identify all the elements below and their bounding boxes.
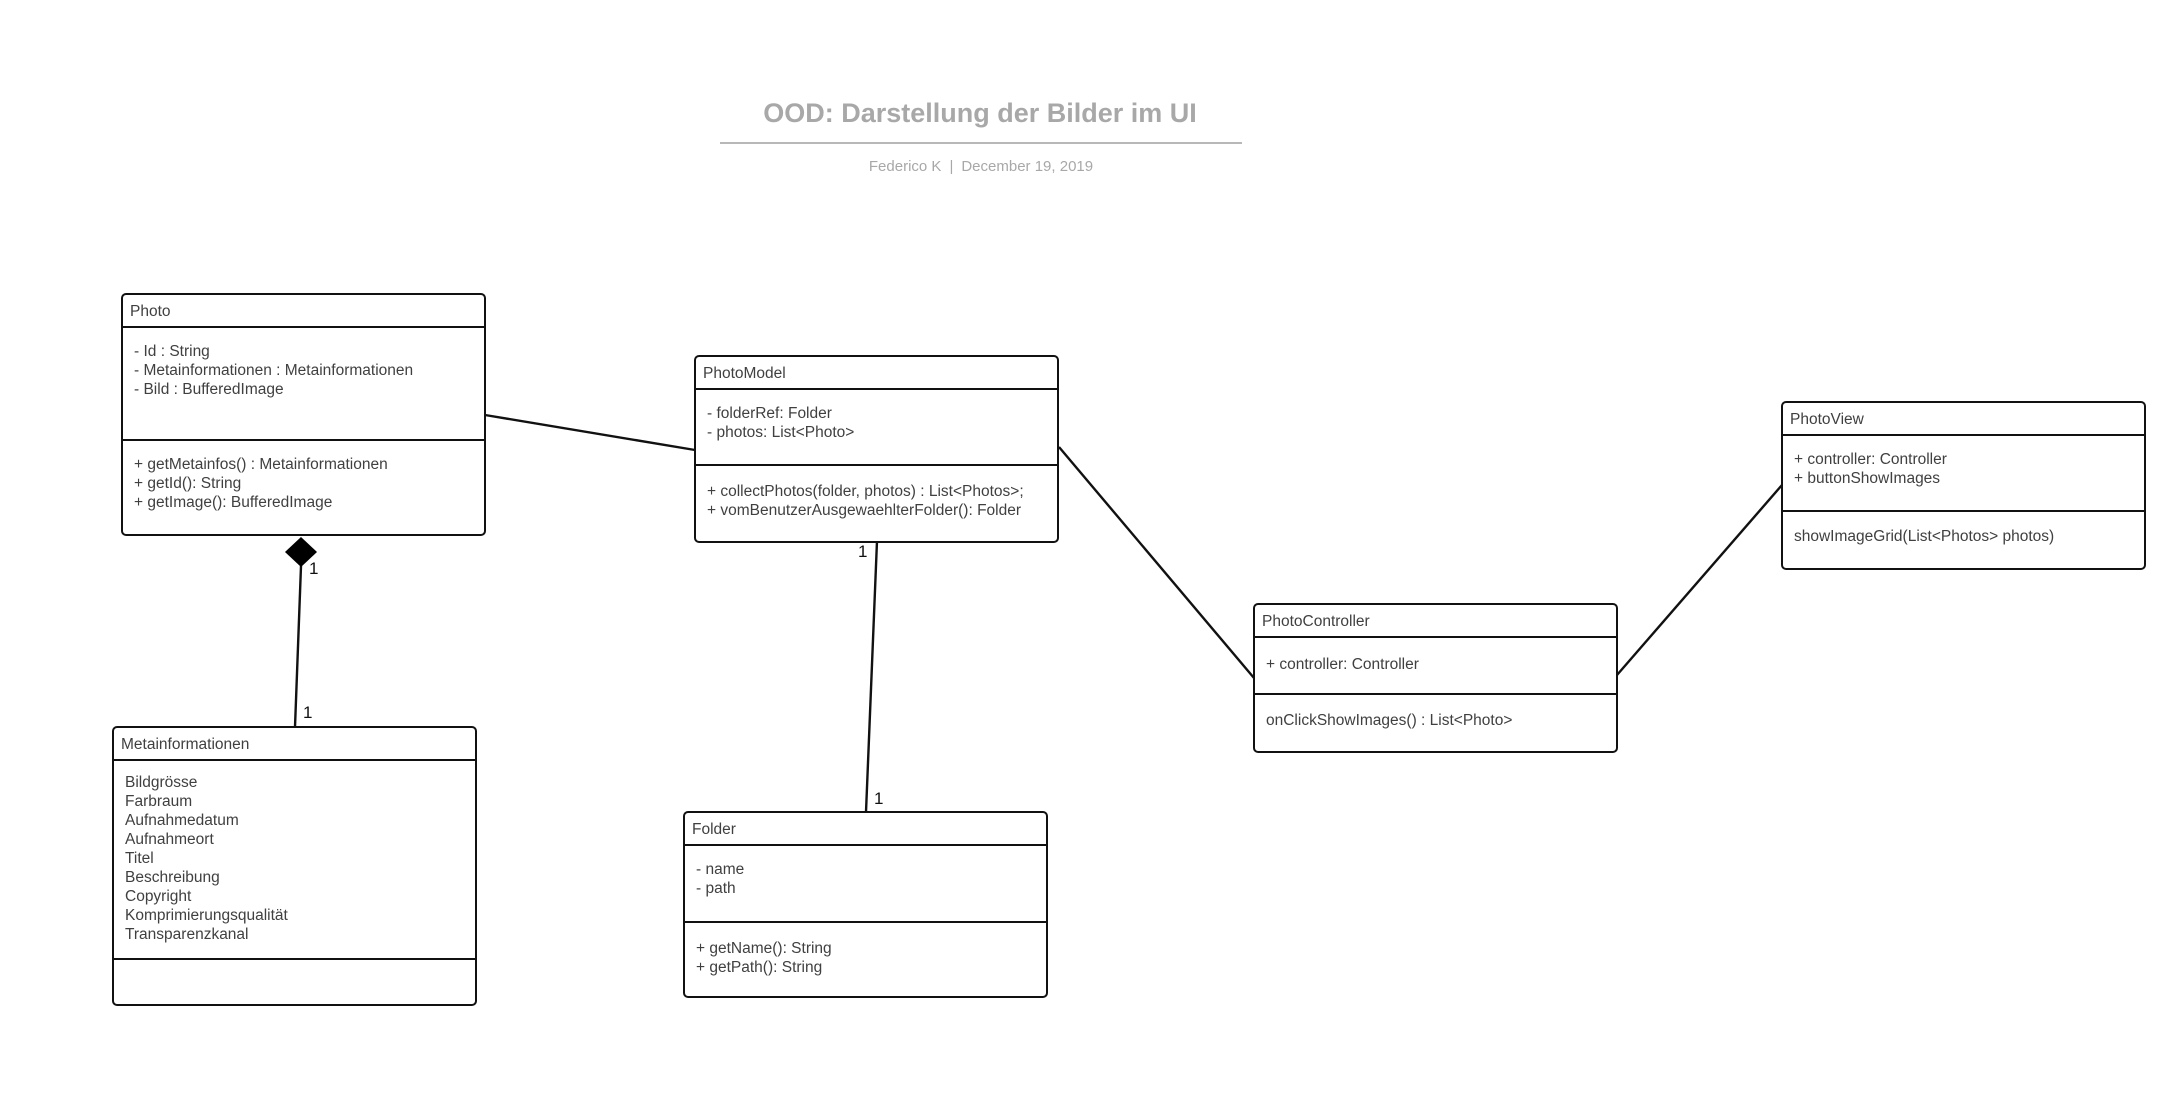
class-photoview[interactable]: PhotoView + controller: Controller + but… [1781, 401, 2146, 570]
attribute: + controller: Controller [1794, 451, 1947, 468]
multiplicity-photo: 1 [309, 559, 319, 578]
class-attributes: - folderRef: Folder - photos: List<Photo… [696, 390, 1057, 466]
attribute: - Metainformationen : Metainformationen [134, 362, 414, 379]
association-photomodel-photocontroller [1058, 446, 1255, 679]
class-methods: + getMetainfos() : Metainformationen + g… [123, 441, 484, 512]
attribute: Bildgrösse [125, 774, 198, 791]
composition-diamond [285, 537, 317, 567]
attribute: + buttonShowImages [1794, 470, 1941, 487]
class-methods: + getName(): String + getPath(): String [685, 923, 1046, 977]
attribute: Aufnahmedatum [125, 812, 239, 829]
method: + getImage(): BufferedImage [134, 494, 333, 511]
diagram-title: OOD: Darstellung der Bilder im UI [763, 98, 1197, 128]
attribute: - name [696, 861, 745, 878]
class-photomodel[interactable]: PhotoModel - folderRef: Folder - photos:… [694, 355, 1059, 543]
class-attributes: + controller: Controller [1255, 638, 1616, 695]
multiplicity-photomodel: 1 [858, 542, 868, 561]
class-attributes: - Id : String - Metainformationen : Meta… [123, 328, 484, 441]
class-name: PhotoView [1783, 403, 2144, 436]
meta-separator: | [949, 158, 954, 175]
method: + getName(): String [696, 940, 832, 957]
class-methods: + collectPhotos(folder, photos) : List<P… [696, 466, 1057, 520]
class-folder[interactable]: Folder - name - path + getName(): String… [683, 811, 1048, 998]
class-attributes: Bildgrösse Farbraum Aufnahmedatum Aufnah… [114, 761, 475, 960]
method: + getPath(): String [696, 959, 823, 976]
attribute: - photos: List<Photo> [707, 424, 855, 441]
diagram-date: December 19, 2019 [961, 158, 1094, 175]
author-name: Federico K [868, 158, 942, 175]
composition-photo-metainformationen [293, 565, 303, 728]
diagram-meta: Federico K | December 19, 2019 [720, 158, 1242, 175]
attribute: Aufnahmeort [125, 831, 214, 848]
class-photo[interactable]: Photo - Id : String - Metainformationen … [121, 293, 486, 536]
association-photomodel-folder [864, 540, 879, 813]
association-photocontroller-photoview [1616, 484, 1783, 676]
attribute: - path [696, 880, 736, 897]
attribute: + controller: Controller [1266, 656, 1419, 673]
attribute: - Bild : BufferedImage [134, 381, 284, 398]
class-name: Metainformationen [114, 728, 475, 761]
class-methods [114, 960, 475, 974]
class-name: PhotoModel [696, 357, 1057, 390]
attribute: Komprimierungsqualität [125, 907, 288, 924]
attribute: - folderRef: Folder [707, 405, 832, 422]
method: + getId(): String [134, 475, 242, 492]
method: + getMetainfos() : Metainformationen [134, 456, 388, 473]
class-name: Folder [685, 813, 1046, 846]
class-attributes: + controller: Controller + buttonShowIma… [1783, 436, 2144, 512]
title-divider [720, 142, 1242, 144]
multiplicity-folder: 1 [874, 789, 884, 808]
attribute: - Id : String [134, 343, 210, 360]
class-name: PhotoController [1255, 605, 1616, 638]
class-methods: showImageGrid(List<Photos> photos) [1783, 512, 2144, 546]
attribute: Copyright [125, 888, 192, 905]
method: + collectPhotos(folder, photos) : List<P… [707, 483, 1024, 500]
class-metainformationen[interactable]: Metainformationen Bildgrösse Farbraum Au… [112, 726, 477, 1006]
attribute: Beschreibung [125, 869, 220, 886]
method: onClickShowImages() : List<Photo> [1266, 712, 1513, 729]
multiplicity-metainformationen: 1 [303, 703, 313, 722]
class-photocontroller[interactable]: PhotoController + controller: Controller… [1253, 603, 1618, 753]
attribute: Transparenzkanal [125, 926, 249, 943]
class-methods: onClickShowImages() : List<Photo> [1255, 695, 1616, 730]
class-name: Photo [123, 295, 484, 328]
attribute: Titel [125, 850, 154, 867]
association-photo-photomodel [484, 413, 696, 452]
method: + vomBenutzerAusgewaehlterFolder(): Fold… [707, 502, 1022, 519]
class-attributes: - name - path [685, 846, 1046, 923]
attribute: Farbraum [125, 793, 193, 810]
method: showImageGrid(List<Photos> photos) [1794, 528, 2055, 545]
